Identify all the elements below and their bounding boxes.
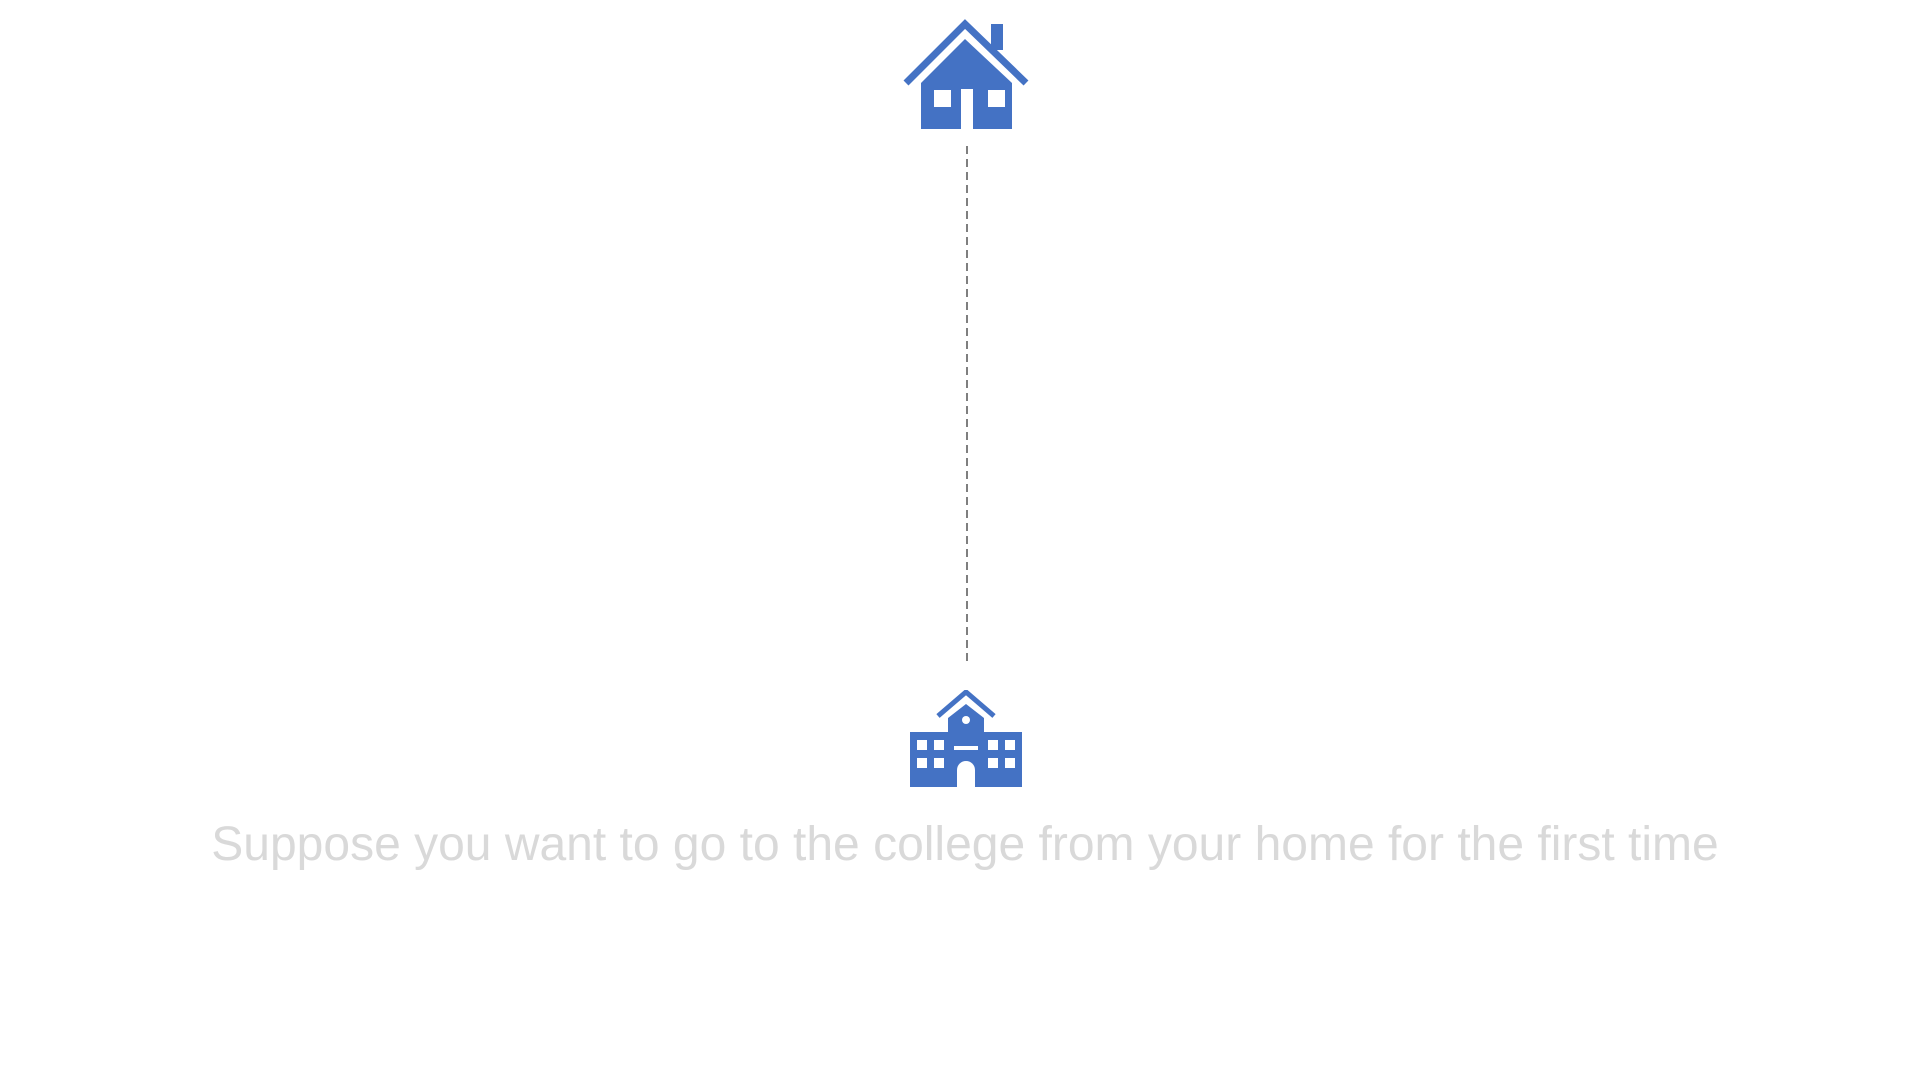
- home-icon: [903, 19, 1029, 129]
- college-building-icon: [910, 690, 1022, 787]
- route-dashed-line: [966, 146, 968, 666]
- slide-caption: Suppose you want to go to the college fr…: [211, 818, 1719, 871]
